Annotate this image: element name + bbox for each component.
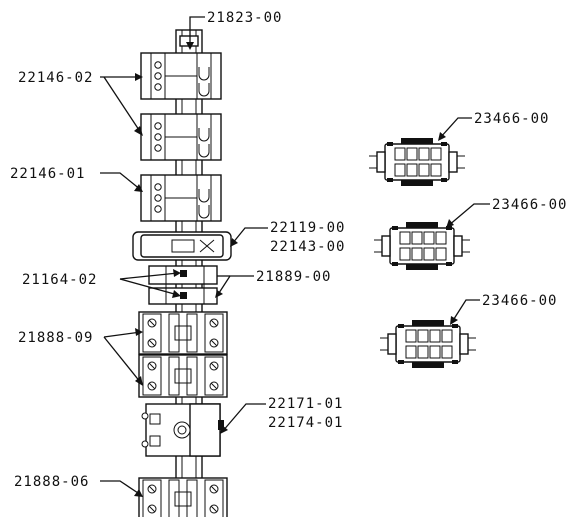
module-22119	[132, 231, 232, 261]
end-clamp-2	[140, 113, 222, 161]
label-23466-c: 23466-00	[482, 293, 557, 309]
connector-3	[379, 319, 477, 369]
bracket-21889	[148, 265, 218, 305]
end-clamp-3	[140, 174, 222, 222]
label-23466-a: 23466-00	[474, 111, 549, 127]
label-21888-06: 21888-06	[14, 474, 89, 490]
label-22146-01: 22146-01	[10, 166, 85, 182]
label-21823: 21823-00	[207, 10, 282, 26]
label-22174: 22174-01	[268, 415, 343, 431]
terminal-block-2	[138, 354, 228, 398]
breaker-22171	[141, 403, 224, 457]
label-21164-02: 21164-02	[22, 272, 97, 288]
label-22119: 22119-00	[270, 220, 345, 236]
leader-lines	[100, 16, 490, 497]
label-22146-02: 22146-02	[18, 70, 93, 86]
connector-2	[373, 221, 471, 271]
end-clamp-1	[140, 52, 222, 100]
terminal-block-1	[138, 311, 228, 355]
label-23466-b: 23466-00	[492, 197, 567, 213]
label-21889: 21889-00	[256, 269, 331, 285]
label-22171: 22171-01	[268, 396, 343, 412]
connector-1	[368, 137, 466, 187]
label-22143: 22143-00	[270, 239, 345, 255]
terminal-block-3	[138, 477, 228, 517]
label-21888-09: 21888-09	[18, 330, 93, 346]
